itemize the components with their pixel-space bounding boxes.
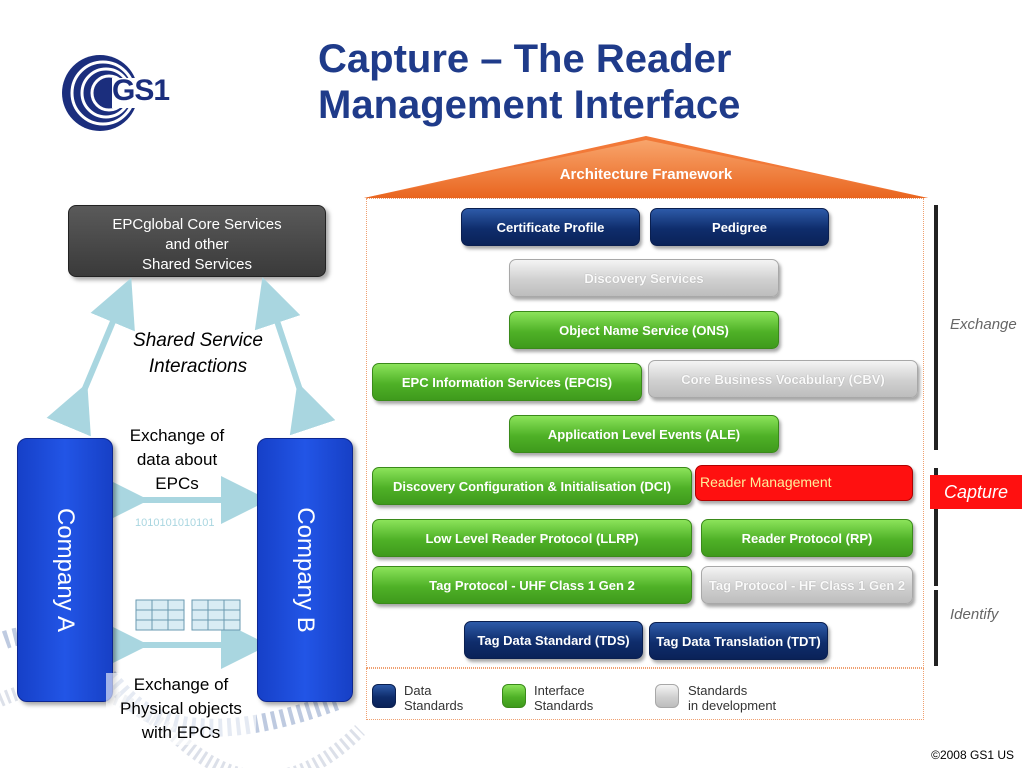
framework-box (366, 198, 924, 668)
core-services-line-2: and other (165, 236, 229, 253)
exchange-data-line-3: EPCs (155, 474, 199, 493)
gs1-logo-text: GS1 (112, 74, 170, 107)
legend-interface-standards-swatch (502, 684, 526, 708)
pallets-icon (135, 599, 241, 631)
core-services-line-3: Shared Services (141, 256, 253, 273)
exchange-physical-label: Exchange of Physical objects with EPCs (106, 673, 256, 745)
legend-dev-standards-label: Standards in development (688, 683, 776, 713)
company-b-box: Company B (257, 438, 353, 702)
page-title: Capture – The Reader Management Interfac… (318, 37, 741, 127)
framework-roof (364, 136, 928, 198)
legend-data-standards-label: Data Standards (404, 683, 463, 713)
exchange-data-line-1: Exchange of (129, 426, 225, 445)
legend-dev-line-2: in development (688, 698, 777, 713)
exchange-physical-line-1: Exchange of (133, 675, 229, 694)
company-a-label: Company A (52, 507, 79, 633)
legend-data-line-2: Standards (404, 698, 464, 713)
exchange-side-label: Exchange (950, 316, 1017, 333)
shared-interactions-line-1: Shared Service (133, 330, 263, 351)
shared-interactions-line-2: Interactions (148, 356, 248, 377)
exchange-bracket (934, 205, 938, 450)
gs1-logo: GS1 (60, 48, 170, 138)
exchange-physical-line-3: with EPCs (141, 723, 221, 742)
capture-bracket (934, 468, 938, 586)
company-b-label: Company B (292, 507, 319, 633)
ons-standard: Object Name Service (ONS) (509, 311, 779, 349)
core-services-box: EPCglobal Core Services and other Shared… (68, 205, 326, 277)
shared-interactions-label: Shared Service Interactions (110, 328, 286, 380)
capture-side-label: Capture (930, 475, 1022, 509)
dci-standard: Discovery Configuration & Initialisation… (372, 467, 692, 505)
ale-standard: Application Level Events (ALE) (509, 415, 779, 453)
rp-standard: Reader Protocol (RP) (701, 519, 913, 557)
capture-side-label-text: Capture (943, 481, 1009, 502)
core-services-line-1: EPCglobal Core Services (112, 216, 282, 233)
legend-interface-line-2: Standards (534, 698, 594, 713)
tds-standard: Tag Data Standard (TDS) (464, 621, 643, 659)
certificate-profile-standard: Certificate Profile (461, 208, 640, 246)
cbv-standard: Core Business Vocabulary (CBV) (648, 360, 918, 398)
exchange-data-label: Exchange of data about EPCs (112, 424, 242, 496)
tag-hf-standard: Tag Protocol - HF Class 1 Gen 2 (701, 566, 913, 604)
exchange-physical-line-2: Physical objects (120, 699, 242, 718)
identify-side-label: Identify (950, 606, 999, 623)
identify-bracket (934, 590, 938, 666)
legend-data-standards-swatch (372, 684, 396, 708)
epcis-standard: EPC Information Services (EPCIS) (372, 363, 642, 401)
legend-data-line-1: Data (404, 683, 432, 698)
pedigree-standard: Pedigree (650, 208, 829, 246)
llrp-standard: Low Level Reader Protocol (LLRP) (372, 519, 692, 557)
legend-interface-line-1: Interface (534, 683, 585, 698)
footer-copyright: ©2008 GS1 US (931, 748, 1014, 762)
legend-dev-standards-swatch (655, 684, 679, 708)
shared-arrow-right (254, 277, 336, 436)
discovery-services-standard: Discovery Services (509, 259, 779, 297)
framework-roof-label: Architecture Framework (559, 166, 733, 183)
legend-box (366, 668, 924, 720)
binary-text: 1010101010101 (135, 517, 215, 529)
legend-dev-line-1: Standards (688, 683, 748, 698)
legend-interface-standards-label: Interface Standards (534, 683, 593, 713)
shared-arrow-left (46, 277, 135, 437)
company-a-box: Company A (17, 438, 113, 702)
reader-management-standard: Reader Management (695, 465, 913, 501)
tag-uhf-standard: Tag Protocol - UHF Class 1 Gen 2 (372, 566, 692, 604)
tdt-standard: Tag Data Translation (TDT) (649, 622, 828, 660)
exchange-data-line-2: data about (136, 450, 218, 469)
